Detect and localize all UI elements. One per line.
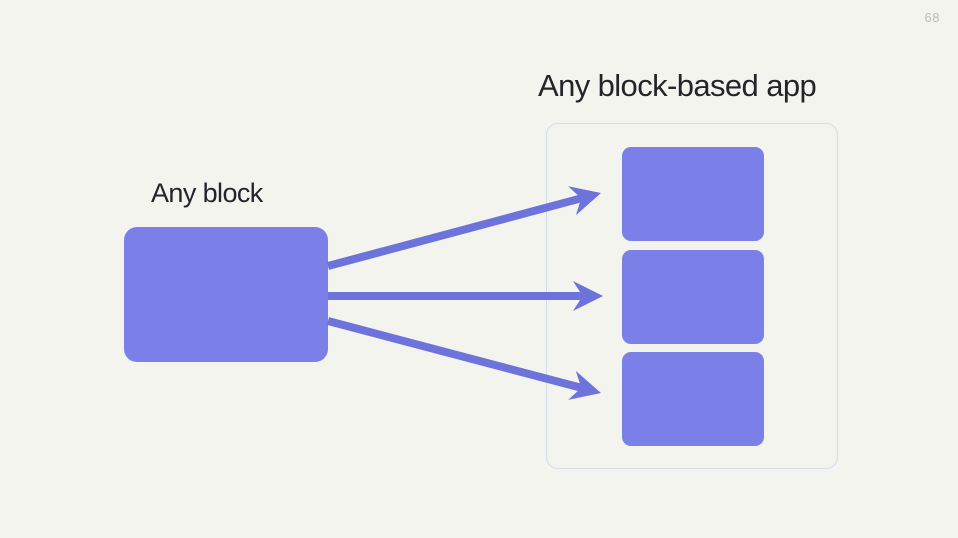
target-block-1	[622, 147, 764, 241]
target-block-3	[622, 352, 764, 446]
target-group-title: Any block-based app	[538, 68, 817, 103]
app-container-frame	[546, 123, 838, 469]
target-block-2	[622, 250, 764, 344]
source-block-title: Any block	[151, 178, 263, 208]
page-number: 68	[924, 10, 940, 25]
source-block-shape	[124, 227, 328, 362]
